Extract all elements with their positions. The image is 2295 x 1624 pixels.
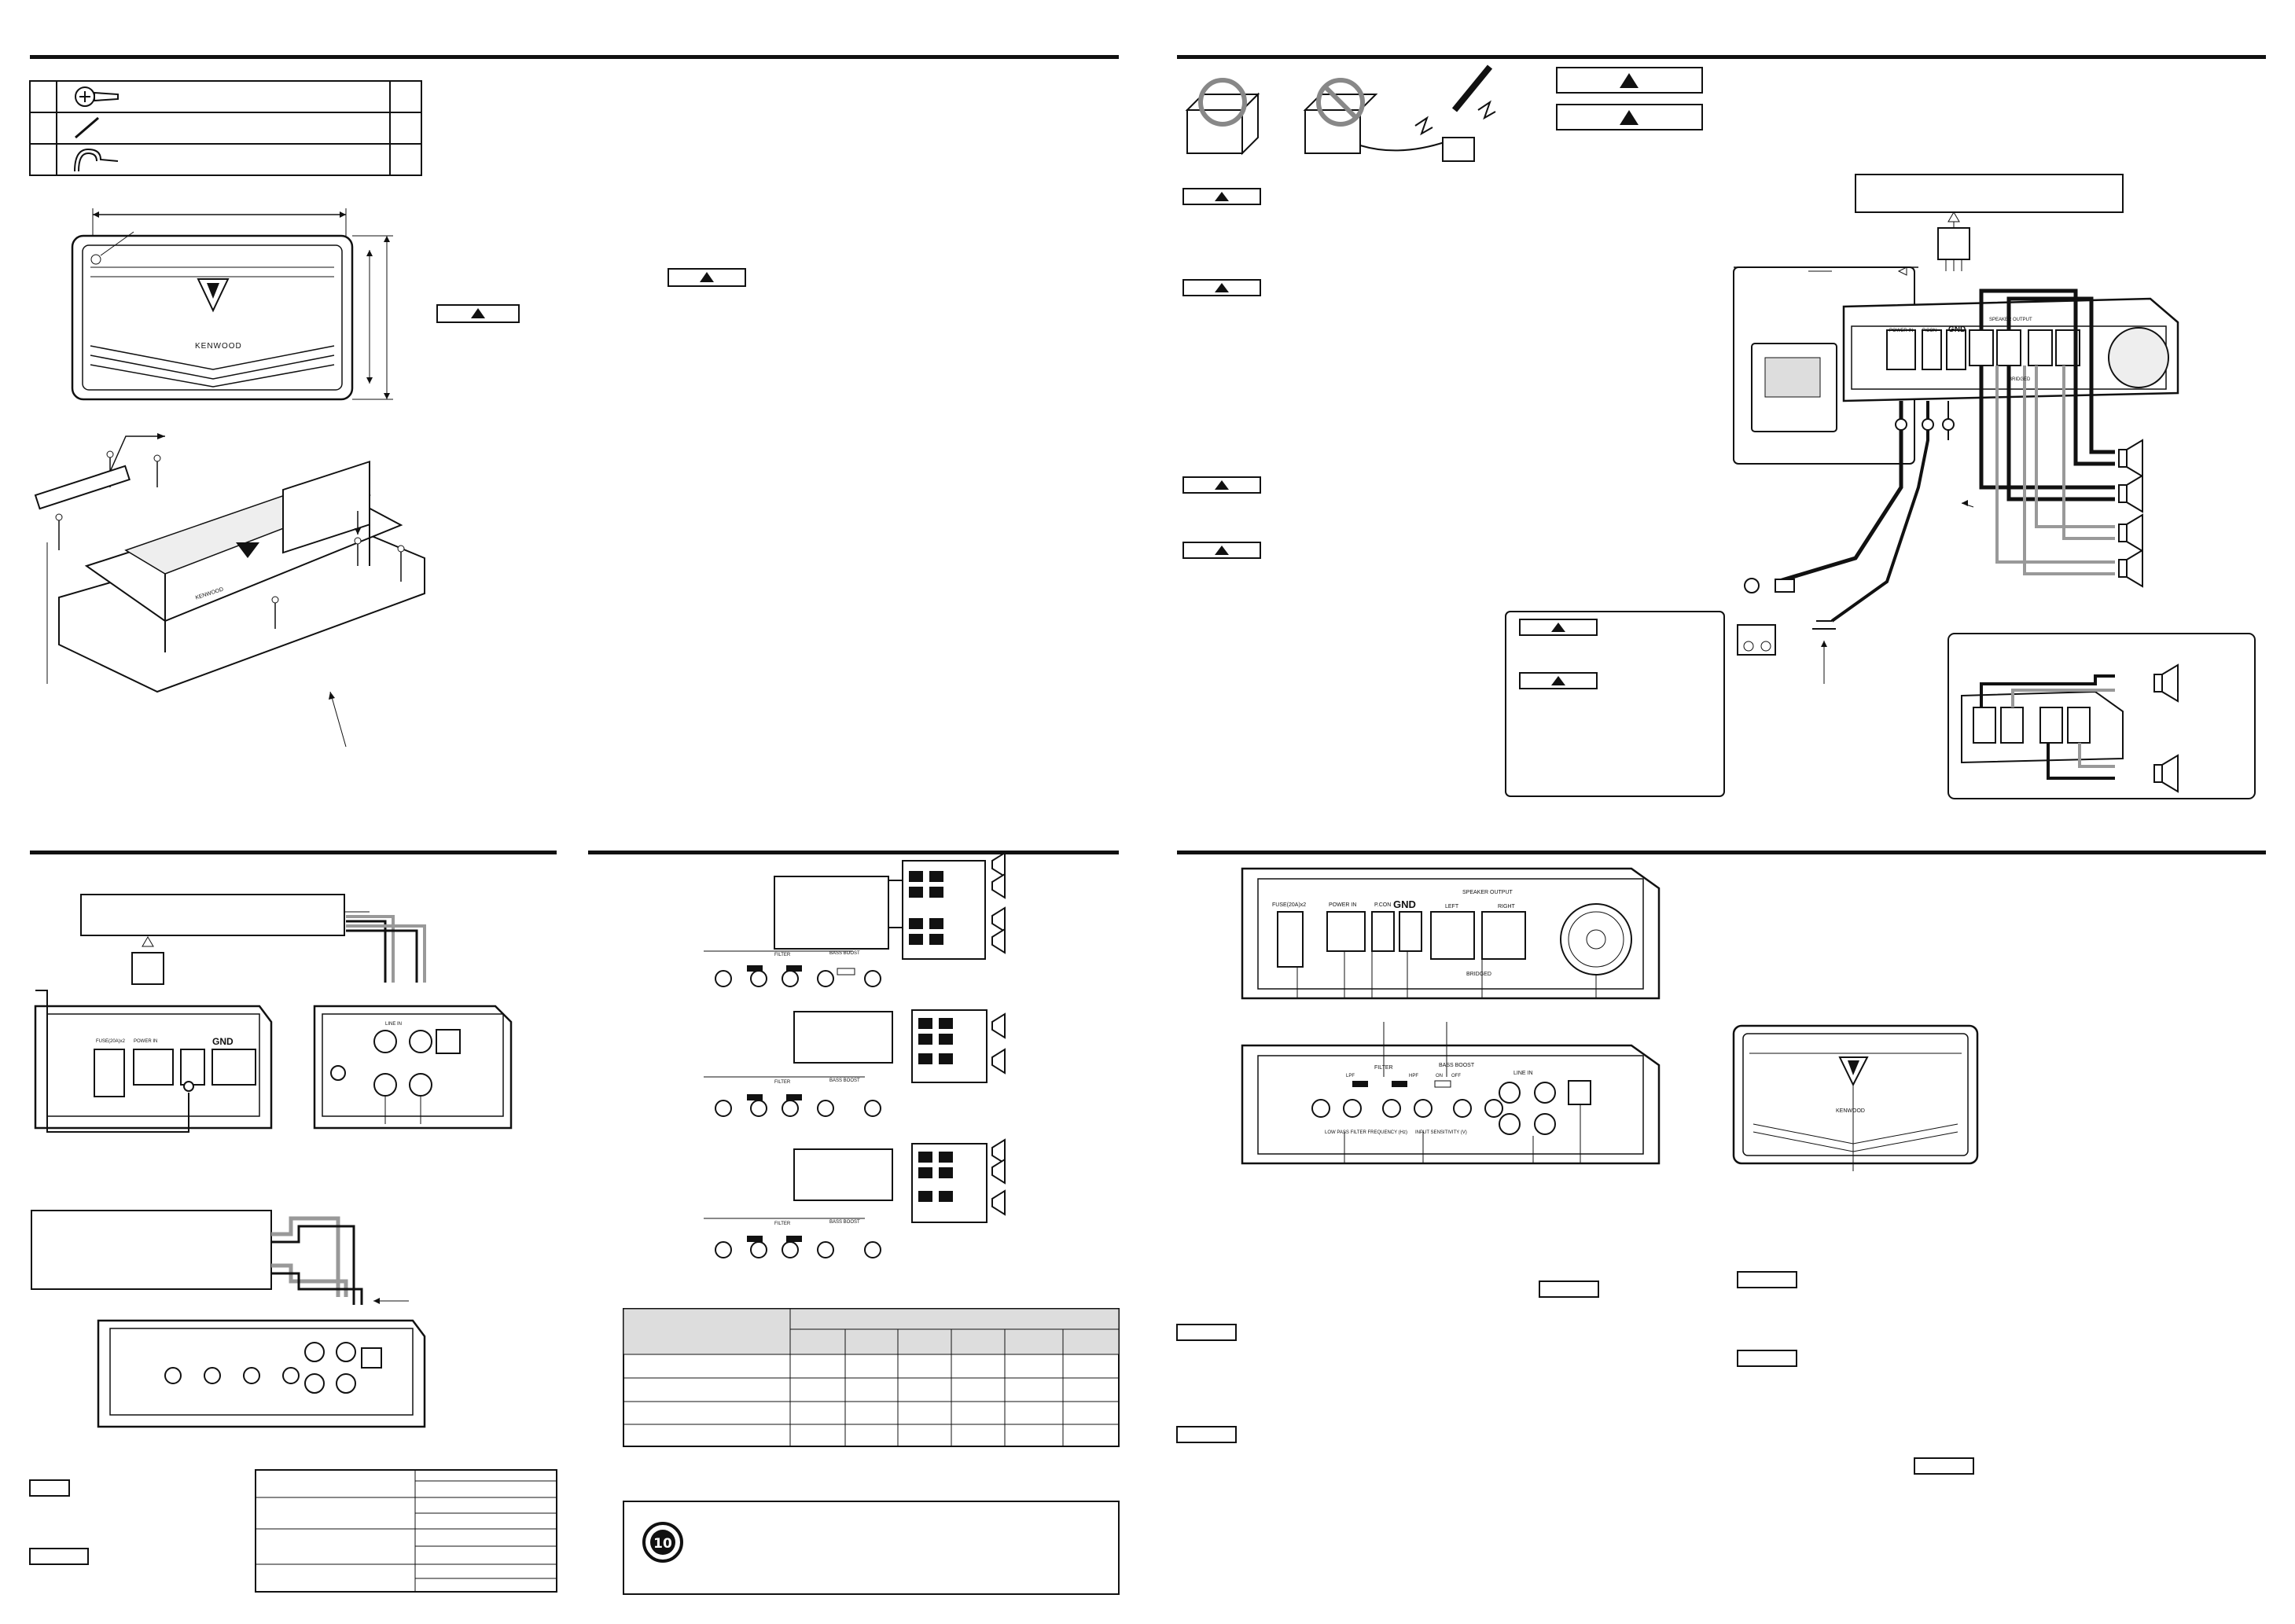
bass-boost-label-c3: BASS BOOST	[829, 1220, 860, 1225]
amp-logo-text-small: KENWOOD	[1836, 1108, 1865, 1114]
svg-text:10: 10	[653, 1536, 672, 1552]
hpf-label: HPF	[1409, 1074, 1418, 1078]
compliance-table	[623, 1308, 1120, 1447]
power-in-label-3: POWER IN	[134, 1039, 158, 1044]
speaker-output-label: SPEAKER OUTPUT	[1989, 318, 2032, 322]
bass-boost-label: BASS BOOST	[1439, 1063, 1475, 1068]
line-in-label-3: LINE IN	[385, 1022, 403, 1027]
speaker-output-label-2: SPEAKER OUTPUT	[1462, 890, 1513, 895]
power-in-label: POWER IN	[1889, 329, 1914, 333]
section-rule-bottom-1	[30, 851, 557, 854]
spec-table-small	[255, 1469, 557, 1593]
bass-boost-label-c1: BASS BOOST	[829, 951, 860, 956]
bridged-label-2: BRIDGED	[1466, 972, 1491, 977]
eco-period-10-icon: 10	[642, 1522, 683, 1563]
filter-label-c3: FILTER	[774, 1222, 791, 1226]
bridged-label: BRIDGED	[2009, 377, 2031, 382]
amp-power-side-panel	[1241, 867, 1661, 1000]
amp-right-side-view	[313, 1005, 513, 1130]
line-in-label: LINE IN	[1513, 1071, 1533, 1076]
gnd-label: GND	[1948, 325, 1966, 334]
screw-icon	[75, 86, 119, 107]
amp-input-side-panel	[1241, 1022, 1661, 1165]
on-label: ON	[1436, 1074, 1443, 1078]
bass-boost-label-c2: BASS BOOST	[829, 1078, 860, 1083]
battery-warning-illustration	[1185, 64, 1496, 162]
left-label: LEFT	[1445, 904, 1459, 909]
power-in-label-2: POWER IN	[1329, 902, 1357, 908]
pcon-label: P.CON	[1922, 329, 1937, 333]
lpf-label: LPF	[1346, 1074, 1355, 1078]
amp-left-side-view	[34, 990, 273, 1133]
amp-top-view-small	[1732, 1024, 1979, 1171]
amp-logo-text-large: KENWOOD	[195, 342, 242, 351]
gnd-label-2: GND	[1393, 898, 1416, 910]
right-label: RIGHT	[1498, 904, 1515, 909]
filter-label-c1: FILTER	[774, 953, 791, 957]
accessory-table	[29, 80, 422, 176]
pcon-label-2: P.CON	[1374, 902, 1392, 908]
fuse-label-3: FUSE(20A)x2	[96, 1039, 126, 1044]
section-rule-top-left	[30, 55, 1119, 59]
filter-configuration-3	[704, 1138, 1006, 1258]
filter-label: FILTER	[1374, 1065, 1393, 1071]
input-sensitivity-label: INPUT SENSITIVITY (V)	[1415, 1130, 1467, 1135]
filter-configuration-1	[704, 851, 1006, 987]
lowpass-frequency-label: LOW PASS FILTER FREQUENCY (Hz)	[1325, 1130, 1408, 1135]
hex-wrench-icon	[75, 116, 99, 139]
filter-label-c2: FILTER	[774, 1080, 791, 1085]
gnd-label-3: GND	[212, 1036, 234, 1047]
off-label: OFF	[1451, 1074, 1461, 1078]
section-rule-bottom-3	[1177, 851, 2266, 854]
cable-clamp-icon	[74, 148, 119, 172]
fuse-label: FUSE(20A)x2	[1272, 902, 1307, 908]
amplifier-top-view-dimensions	[71, 208, 393, 401]
section-rule-bottom-2	[588, 851, 1119, 854]
installation-isometric-diagram	[34, 433, 425, 748]
speaker-wiring-diagram	[1733, 266, 2179, 684]
filter-configuration-2	[704, 1009, 1006, 1117]
amp-front-panel-small	[97, 1319, 426, 1428]
section-rule-top-right	[1177, 55, 2266, 59]
